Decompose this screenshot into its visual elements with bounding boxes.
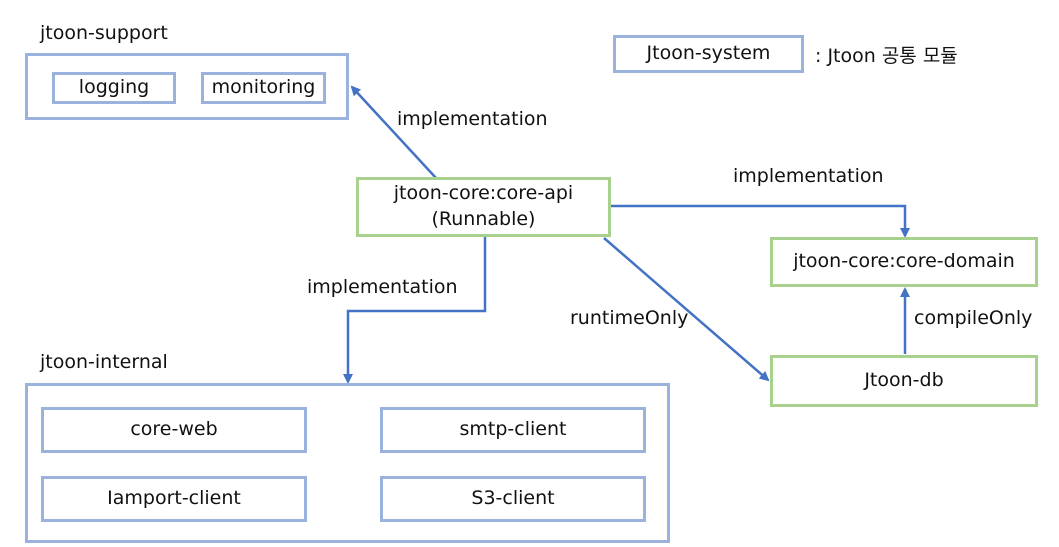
edge-label-api-to-support: implementation	[397, 108, 548, 130]
edge-label-db-to-domain: compileOnly	[914, 307, 1033, 329]
module-monitoring: monitoring	[201, 72, 326, 104]
legend-description: : Jtoon 공통 모듈	[815, 45, 958, 67]
group-title-support: jtoon-support	[40, 22, 168, 44]
node-core-api-name: jtoon-core:core-api	[393, 182, 574, 205]
edge-label-api-to-internal: implementation	[307, 276, 458, 298]
edge-api-to-db	[603, 237, 770, 382]
node-core-api-subtitle: (Runnable)	[431, 208, 536, 230]
node-core-api: jtoon-core:core-api (Runnable)	[356, 177, 611, 237]
node-core-domain: jtoon-core:core-domain	[770, 237, 1038, 287]
node-db: Jtoon-db	[770, 355, 1038, 407]
edge-label-api-to-db: runtimeOnly	[570, 307, 689, 329]
edge-api-to-support	[350, 85, 437, 179]
edge-api-to-domain	[611, 204, 910, 238]
group-title-internal: jtoon-internal	[40, 351, 168, 373]
edge-label-api-to-domain: implementation	[733, 165, 884, 187]
legend-system-box: Jtoon-system	[613, 35, 804, 73]
module-logging: logging	[52, 72, 176, 104]
module-s3-client: S3-client	[380, 476, 646, 522]
module-core-web: core-web	[41, 407, 307, 453]
module-iamport-client: Iamport-client	[41, 476, 307, 522]
module-smtp-client: smtp-client	[380, 407, 646, 453]
edge-api-to-internal	[343, 236, 487, 384]
